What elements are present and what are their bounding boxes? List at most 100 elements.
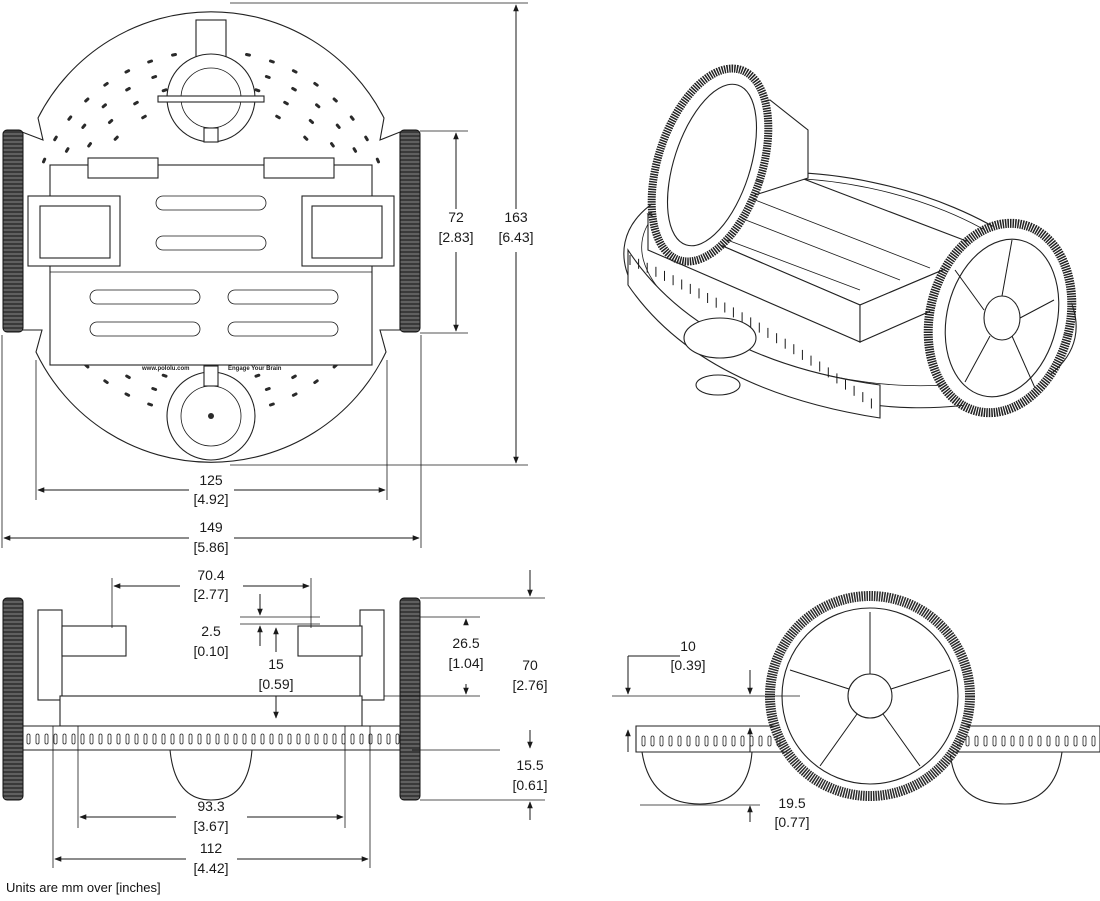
plate-tooth — [983, 735, 988, 747]
dim-ground-clearance-mm: 15.5 — [516, 757, 543, 773]
plate-tooth — [278, 733, 283, 745]
plate-tooth — [242, 733, 247, 745]
plate-slot — [268, 59, 275, 64]
plate-slot — [264, 74, 271, 80]
plate-slot — [133, 100, 139, 106]
plate-slot — [308, 118, 315, 125]
top-left-wheel — [2, 129, 24, 333]
plate-tooth — [341, 733, 346, 745]
plate-tooth — [152, 733, 157, 745]
plate-tooth — [125, 733, 130, 745]
plate-tooth — [386, 733, 391, 745]
plate-slot — [101, 103, 107, 109]
plate-slot — [313, 379, 319, 385]
front-view-dimensions: 70.4 [2.77] 2.5 [0.10] 15 [0.59] 26.5 [1… — [52, 567, 548, 876]
dim-inner-width-in: [3.67] — [193, 818, 228, 834]
plate-tooth — [1010, 735, 1015, 747]
dim-motor-span-in: [2.83] — [438, 229, 473, 245]
plate-slot — [53, 135, 58, 142]
dim-axle-height-in: [0.59] — [258, 676, 293, 692]
plate-slot — [81, 123, 87, 129]
plate-tooth — [197, 733, 202, 745]
dim-inner-width-mm: 93.3 — [197, 798, 224, 814]
dim-ground-clearance-in: [0.61] — [512, 777, 547, 793]
plate-tooth — [269, 733, 274, 745]
dim-upper-height-in: [1.04] — [448, 655, 483, 671]
plate-tooth — [1046, 735, 1051, 747]
plate-tooth — [161, 733, 166, 745]
side-view — [635, 591, 1100, 805]
dim-caster-height-mm: 19.5 — [778, 795, 805, 811]
plate-tooth — [296, 733, 301, 745]
dim-overall-width-mm: 149 — [199, 519, 223, 535]
plate-tooth — [215, 733, 220, 745]
plate-tooth — [1019, 735, 1024, 747]
plate-tooth — [1001, 735, 1006, 747]
plate-slot — [291, 69, 298, 74]
plate-slot — [268, 402, 275, 407]
plate-tooth — [89, 733, 94, 745]
plate-tooth — [62, 733, 67, 745]
top-left-motor — [27, 195, 121, 267]
plate-tooth — [1037, 735, 1042, 747]
plate-slot — [264, 386, 271, 392]
dim-chassis-width-mm: 125 — [199, 472, 223, 488]
dim-axle-height-mm: 15 — [268, 656, 284, 672]
iso-skirt-teeth — [629, 255, 881, 415]
plate-slot — [67, 115, 73, 121]
plate-tooth — [98, 733, 103, 745]
front-right-motor — [297, 625, 363, 657]
front-right-wheel — [399, 597, 421, 801]
dim-axle-offset-in: [0.39] — [670, 657, 705, 673]
plate-slot — [375, 157, 380, 164]
plate-tooth — [44, 733, 49, 745]
side-view-dimensions: 10 [0.39] 19.5 [0.77] — [612, 638, 810, 830]
plate-tooth — [323, 733, 328, 745]
plate-tooth — [965, 735, 970, 747]
plate-tooth — [287, 733, 292, 745]
iso-skirt — [627, 248, 881, 419]
plate-slot — [349, 115, 355, 121]
plate-slot — [151, 74, 158, 80]
plate-tooth — [767, 735, 772, 747]
plate-tooth — [758, 735, 763, 747]
dim-base-width-mm: 112 — [200, 840, 223, 856]
plate-tooth — [395, 733, 400, 745]
plate-slot — [254, 88, 261, 93]
top-front-caster — [166, 365, 256, 461]
plate-tooth — [686, 735, 691, 747]
plate-tooth — [704, 735, 709, 747]
plate-slot — [113, 135, 119, 141]
iso-front-wheel — [923, 218, 1077, 418]
plate-slot — [64, 147, 70, 153]
plate-slot — [364, 135, 369, 142]
dim-motor-spacing-mm: 70.4 — [197, 567, 224, 583]
plate-tooth — [251, 733, 256, 745]
plate-slot — [291, 374, 297, 380]
plate-slot — [42, 157, 47, 164]
plate-slot — [335, 123, 341, 129]
plate-tooth — [641, 735, 646, 747]
plate-tooth — [1082, 735, 1087, 747]
plate-tooth — [35, 733, 40, 745]
plate-tooth — [668, 735, 673, 747]
plate-tooth — [332, 733, 337, 745]
plate-tooth — [1055, 735, 1060, 747]
dim-caster-height-in: [0.77] — [774, 814, 809, 830]
side-wheel-spokes — [789, 612, 951, 767]
front-left-wheel — [2, 597, 24, 801]
plate-slot — [87, 142, 92, 148]
plate-slot — [315, 103, 321, 109]
dim-overall-depth-in: [6.43] — [498, 229, 533, 245]
plate-tooth — [740, 735, 745, 747]
plate-tooth — [713, 735, 718, 747]
plate-tooth — [26, 733, 31, 745]
plate-slot — [352, 147, 358, 153]
plate-slot — [125, 86, 131, 92]
dim-overall-height-mm: 70 — [522, 657, 538, 673]
plate-slot — [103, 379, 109, 385]
plate-tooth — [377, 733, 382, 745]
plate-slot — [283, 100, 289, 106]
plate-slot — [313, 81, 319, 87]
